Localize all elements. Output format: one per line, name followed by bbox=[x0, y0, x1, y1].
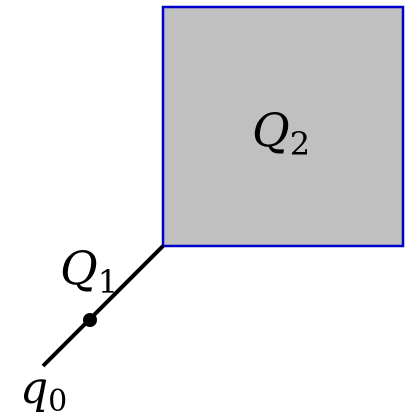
label-q2: Q2 bbox=[252, 103, 310, 163]
segment-q1 bbox=[41, 244, 165, 368]
label-q1: Q1 bbox=[60, 241, 118, 301]
label-q1-sub: 1 bbox=[98, 263, 118, 301]
segment-point-marker bbox=[83, 313, 97, 327]
label-q2-sub: 2 bbox=[290, 125, 310, 163]
label-q2-main: Q bbox=[252, 103, 290, 157]
label-q0-main: q bbox=[20, 363, 48, 414]
label-q0-sub: 0 bbox=[48, 384, 67, 419]
square-region-q2 bbox=[161, 5, 405, 248]
label-q0: q0 bbox=[20, 363, 67, 419]
label-q1-main: Q bbox=[60, 241, 98, 295]
